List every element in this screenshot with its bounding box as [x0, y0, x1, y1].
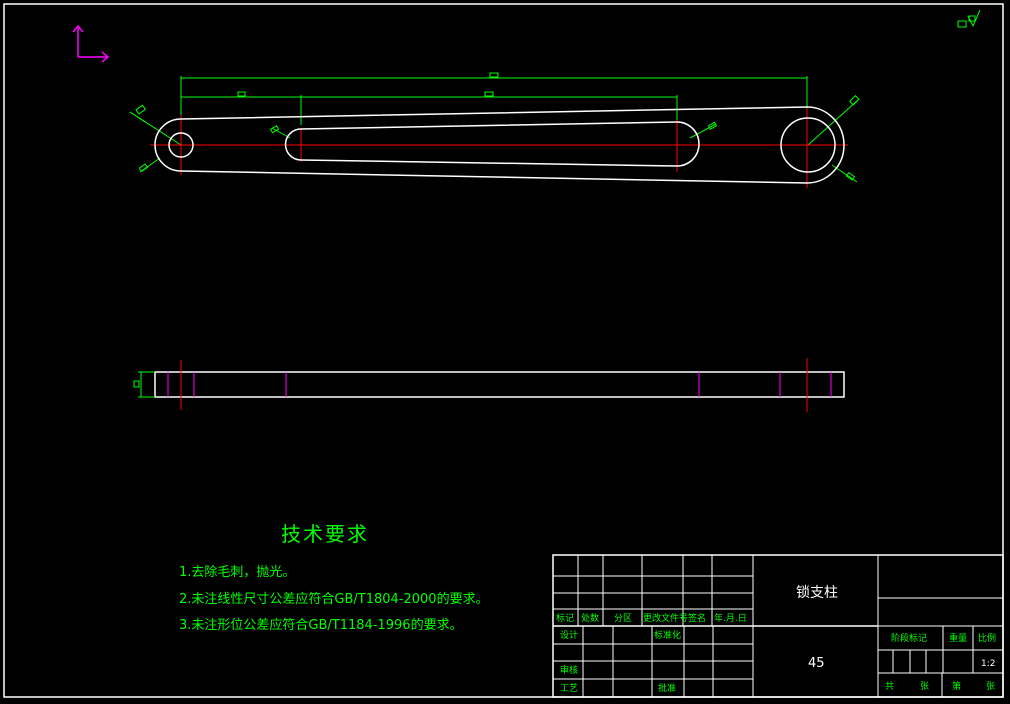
tech-requirement-2: 2.未注线性尺寸公差应符合GB/T1804-2000的要求。 — [179, 592, 489, 607]
ucs-axis-icon — [72, 24, 110, 63]
label-sheet-no: 第 — [952, 680, 961, 692]
tech-requirements-title: 技术要求 — [281, 522, 369, 546]
title-block — [552, 554, 1004, 698]
label-sheet-suffix: 张 — [986, 681, 995, 692]
label-stage: 阶段标记 — [891, 632, 927, 644]
rev-header-sign: 签名 — [688, 612, 706, 624]
rev-header-mark: 标记 — [556, 612, 574, 624]
scale-value: 1:2 — [981, 659, 995, 669]
front-view — [129, 72, 860, 188]
label-review: 审核 — [560, 664, 578, 676]
rev-header-count: 处数 — [581, 612, 599, 624]
material: 45 — [808, 656, 825, 671]
label-total: 共 — [885, 681, 894, 692]
label-scale: 比例 — [978, 632, 996, 644]
part-outline — [154, 106, 845, 184]
centerlines — [150, 108, 848, 188]
rev-header-zone: 分区 — [614, 613, 632, 624]
label-standardize: 标准化 — [654, 629, 681, 641]
rev-header-date: 年.月.日 — [714, 612, 747, 624]
label-design: 设计 — [560, 629, 578, 641]
dimension-lines — [129, 72, 860, 183]
tech-requirement-3: 3.未注形位公差应符合GB/T1184-1996的要求。 — [179, 618, 463, 633]
drawing-frame — [3, 3, 1004, 698]
part-name: 锁支柱 — [796, 585, 838, 601]
label-process: 工艺 — [560, 683, 578, 694]
label-weight: 重量 — [949, 632, 967, 644]
tech-requirement-1: 1.去除毛刺，抛光。 — [179, 565, 296, 580]
top-view — [133, 358, 845, 412]
rev-header-doc: 更改文件号 — [643, 612, 688, 624]
roughness-symbol-icon — [957, 9, 981, 28]
label-approve: 批准 — [658, 682, 676, 694]
label-sheets: 张 — [920, 681, 929, 692]
